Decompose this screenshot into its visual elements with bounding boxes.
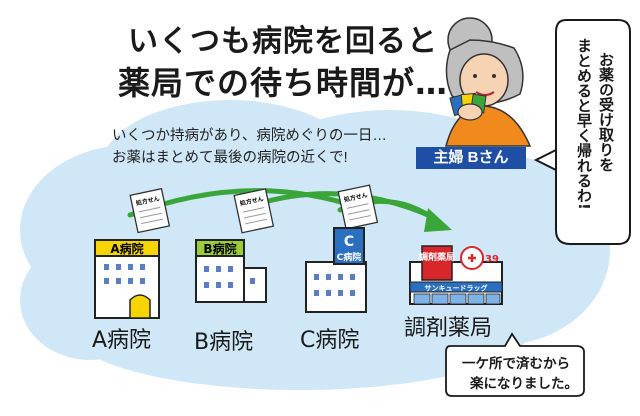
pharmacy-sign: 調剤薬局 — [419, 251, 455, 263]
note-line-1: 一ケ所で済むから — [462, 356, 570, 372]
note-bubble — [445, 332, 585, 397]
hospital-c-sign: C病院 — [337, 251, 362, 263]
prescription-paper-3: 処方せん — [337, 184, 379, 230]
speech-bubble — [533, 19, 631, 245]
subtitle-line-2: お薬はまとめて最後の病院の近くで! — [112, 150, 348, 166]
pharmacy-store-name: サンキュードラッグ — [425, 284, 488, 293]
hospital-b-label: B病院 — [194, 330, 254, 355]
headline-line-1: いくつも病院を回ると — [128, 24, 438, 59]
hospital-b-sign: B病院 — [203, 241, 236, 256]
hospital-c-sign-top: C — [344, 234, 354, 250]
pharmacy-label: 調剤薬局 — [404, 316, 493, 341]
speech-bubble-line-2: まとめると早く帰れるわ! — [575, 38, 593, 210]
hospital-a: A病院 — [94, 239, 160, 319]
hospital-c: C C病院 — [305, 227, 367, 313]
speech-bubble-line-1: お薬の受け取りを — [597, 52, 615, 172]
hospital-a-sign: A病院 — [110, 241, 143, 256]
subtitle-line-1: いくつか持病があり、病院めぐりの一日… — [112, 128, 387, 144]
hospital-a-label: A病院 — [92, 328, 152, 353]
persona-badge: 主婦 Bさん — [416, 147, 526, 169]
hospital-c-label: C病院 — [300, 328, 360, 353]
pharmacy: 調剤薬局 39 サンキュードラッグ — [409, 245, 503, 305]
headline-line-2: 薬局での待ち時間が… — [118, 64, 449, 102]
prescription-paper-1: 処方せん — [129, 187, 171, 234]
prescription-paper-2: 処方せん — [233, 188, 275, 234]
woman-character — [445, 17, 532, 147]
arrow-head-icon — [424, 208, 452, 232]
note-line-2: 楽になりました。 — [470, 376, 578, 392]
hospital-b: B病院 — [195, 239, 267, 303]
pharmacy-number: 39 — [485, 254, 499, 265]
